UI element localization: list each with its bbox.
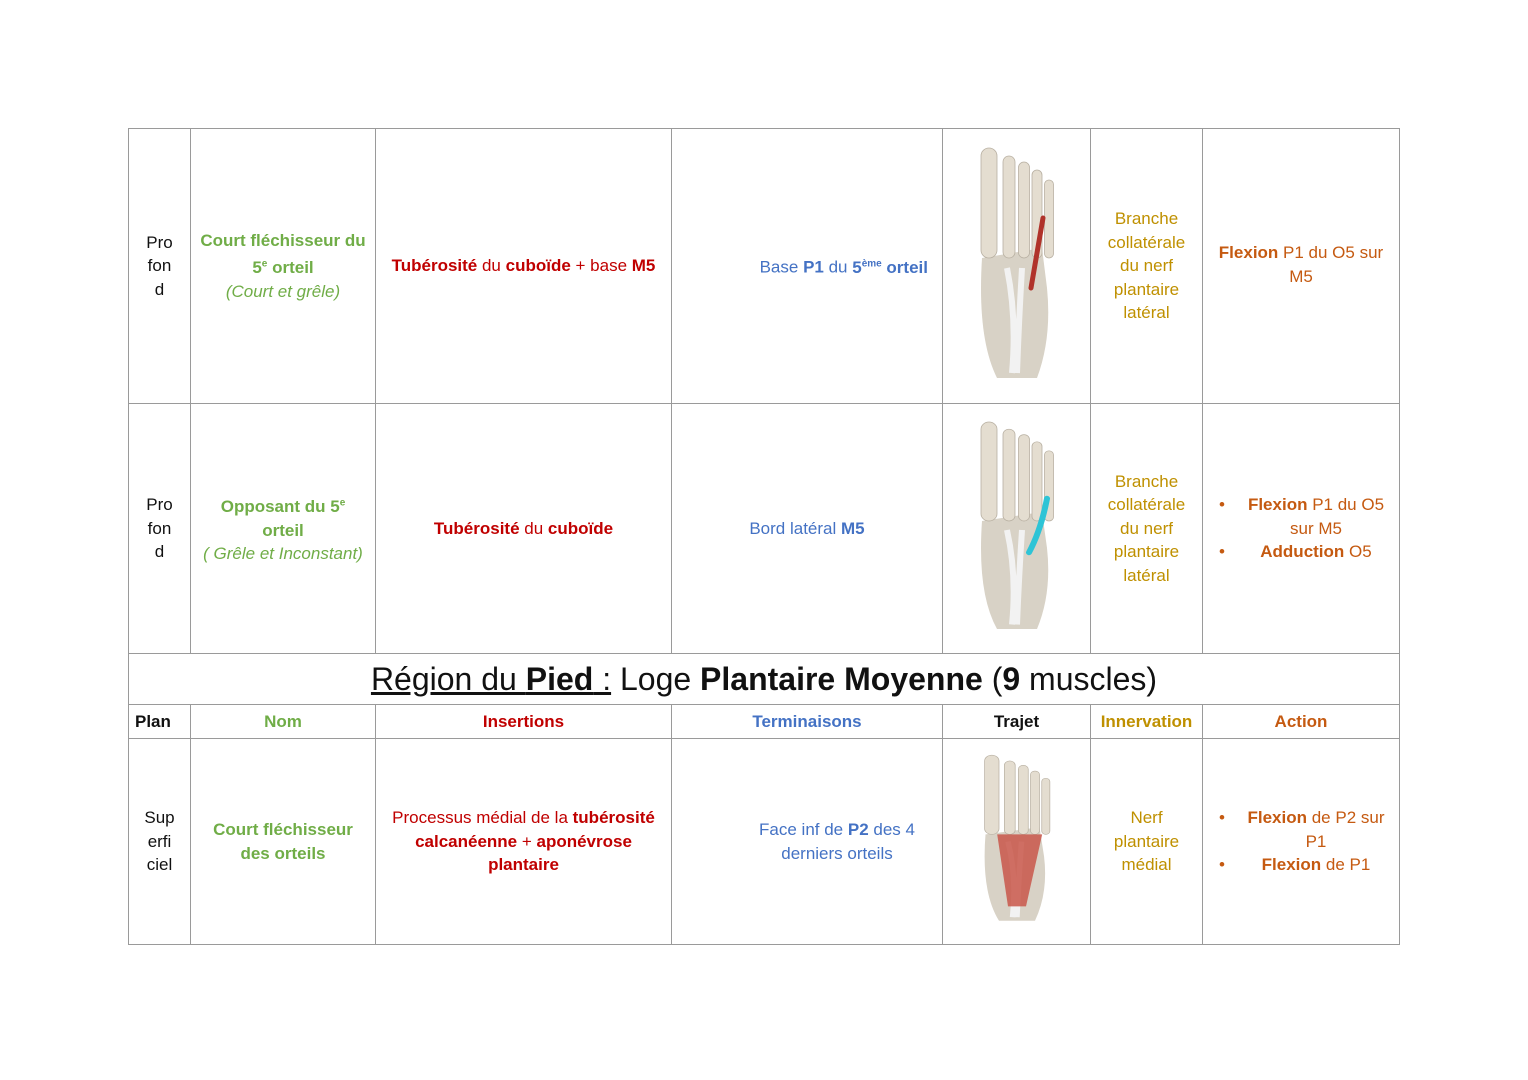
toe-bone [1017, 765, 1029, 835]
muscle-highlight [1025, 495, 1050, 555]
trajet-cell [942, 403, 1091, 654]
toe-bone [980, 421, 997, 522]
insertions-cell: Tubérosité du cuboïde [375, 403, 672, 654]
tendon-shape [1003, 267, 1025, 374]
action-item: Flexion de P2 sur P1 [1209, 806, 1393, 853]
muscle-highlight [1028, 215, 1045, 291]
foot-anatomy-image [980, 147, 1054, 378]
action-item: Flexion de P1 [1209, 853, 1393, 877]
muscle-highlight [996, 834, 1042, 907]
toe-bone [980, 147, 997, 259]
tendon-shape [1003, 529, 1025, 625]
action-item: Flexion P1 du O5 sur M5 [1209, 493, 1393, 540]
header-plan: Plan [128, 704, 191, 739]
terminaisons-cell: Face inf de P2 des 4 derniers orteils [671, 738, 943, 945]
trajet-cell [942, 738, 1091, 945]
section-title-row: Région du Pied : Loge Plantaire Moyenne … [128, 653, 1400, 705]
action-item: Adduction O5 [1209, 540, 1393, 564]
insertions-cell: Processus médial de la tubérosité calcan… [375, 738, 672, 945]
header-nom: Nom [190, 704, 376, 739]
toe-bone [1003, 760, 1016, 835]
header-terminaisons: Terminaisons [671, 704, 943, 739]
foot-anatomy-image [980, 421, 1054, 629]
header-trajet: Trajet [942, 704, 1091, 739]
terminaisons-cell: Base P1 du 5ème orteil [671, 128, 943, 404]
header-row: Plan Nom Insertions Terminaisons Trajet … [128, 704, 1400, 739]
section-title: Région du Pied : Loge Plantaire Moyenne … [128, 653, 1400, 705]
header-innervation: Innervation [1090, 704, 1203, 739]
toe-bone [983, 755, 999, 835]
toe-bone [1002, 155, 1015, 259]
toe-bone [1040, 778, 1050, 835]
toe-bone [1002, 428, 1015, 522]
action-cell: Flexion P1 du O5 sur M5 [1202, 128, 1400, 404]
trajet-cell [942, 128, 1091, 404]
nom-cell: Court fléchisseur des orteils [190, 738, 376, 945]
toe-bone [1029, 771, 1040, 835]
toe-bone [1043, 179, 1054, 259]
toe-bone [1017, 161, 1030, 259]
insertions-cell: Tubérosité du cuboïde + base M5 [375, 128, 672, 404]
toe-bone [1017, 433, 1030, 522]
action-cell: Flexion P1 du O5 sur M5Adduction O5 [1202, 403, 1400, 654]
action-cell: Flexion de P2 sur P1Flexion de P1 [1202, 738, 1400, 945]
header-action: Action [1202, 704, 1400, 739]
header-insertions: Insertions [375, 704, 672, 739]
toe-bone [1031, 441, 1042, 522]
terminaisons-cell: Bord latéral M5 [671, 403, 943, 654]
foot-anatomy-image [983, 755, 1050, 922]
